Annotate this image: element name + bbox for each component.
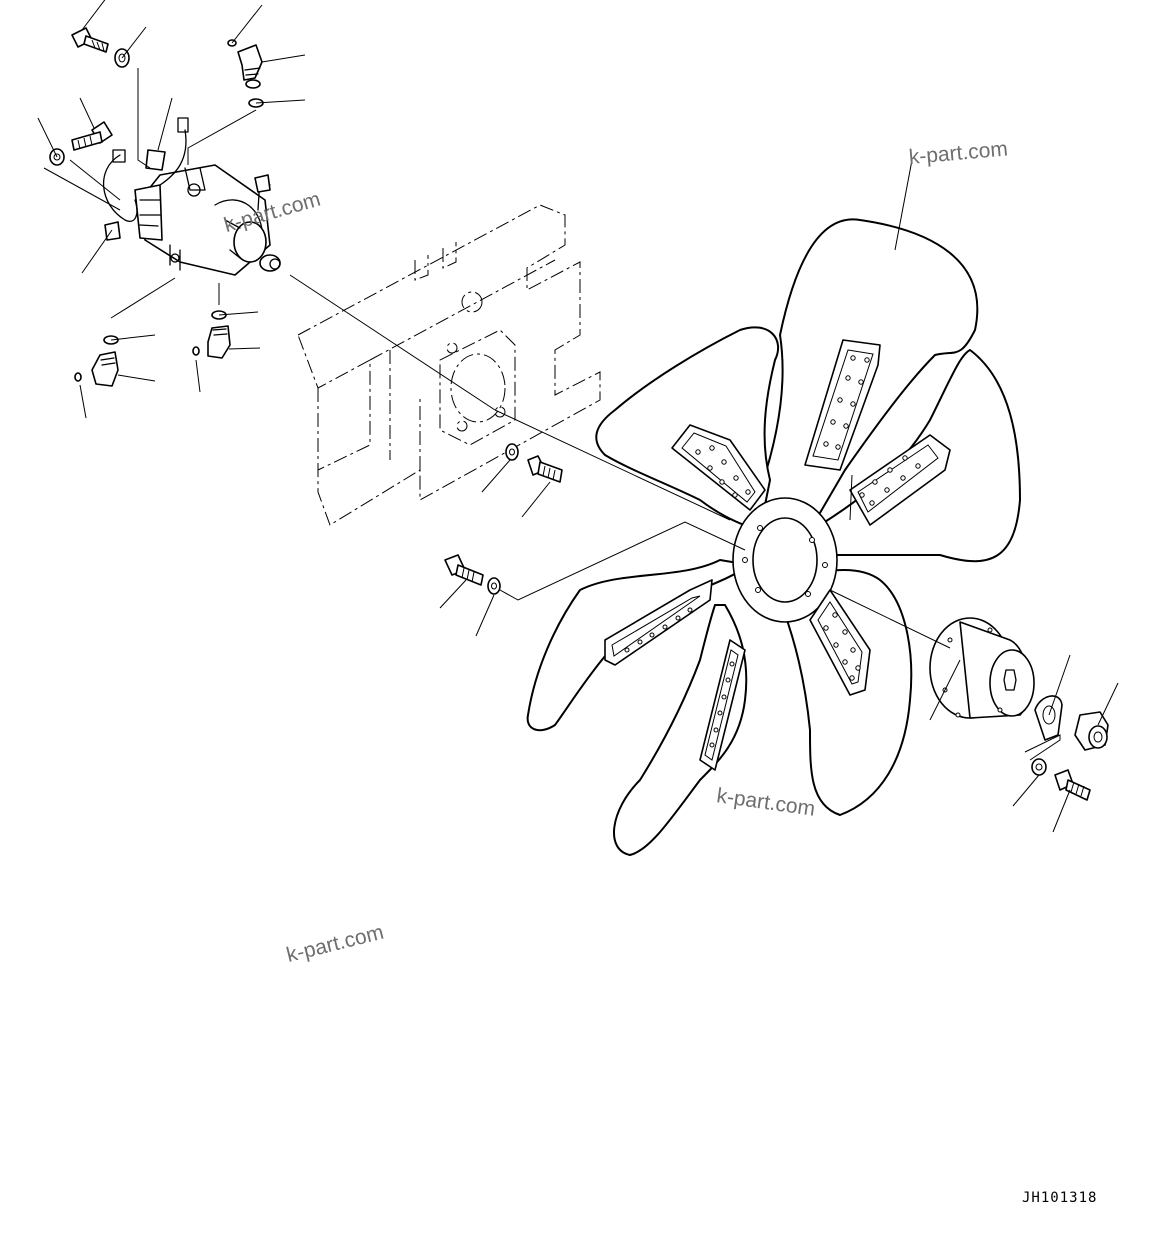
blade-strap-top: [804, 339, 881, 471]
o-ring-5: [192, 346, 200, 356]
elbow-fitting-top: [237, 44, 263, 89]
fan-blade-bolt: [444, 554, 484, 586]
blade-strap-left: [604, 579, 713, 666]
elbow-fitting-lower-right: [207, 325, 231, 359]
blade-strap-bottom: [699, 639, 746, 771]
bracket-washer: [505, 443, 519, 461]
motor-bolt-top: [71, 27, 109, 53]
hub-washer: [1031, 758, 1047, 776]
fan-blade-assembly: [526, 218, 1021, 856]
hub-bolt: [1054, 769, 1091, 801]
lock-plate: [1034, 695, 1063, 741]
leader-lines: [37, 0, 1119, 833]
hub-nut: [1074, 711, 1109, 751]
drawing-code: JH101318: [1022, 1190, 1098, 1206]
fan-motor: [103, 117, 281, 276]
fan-blade-washer: [487, 577, 501, 595]
o-ring-6: [74, 372, 82, 382]
elbow-fitting-lower-left: [91, 351, 119, 387]
bracket-bolt: [527, 455, 563, 483]
fan-hub: [929, 617, 1035, 719]
mounting-bracket: [297, 204, 601, 526]
blade-rivets: [624, 355, 921, 748]
motor-bolt-side: [71, 121, 113, 151]
